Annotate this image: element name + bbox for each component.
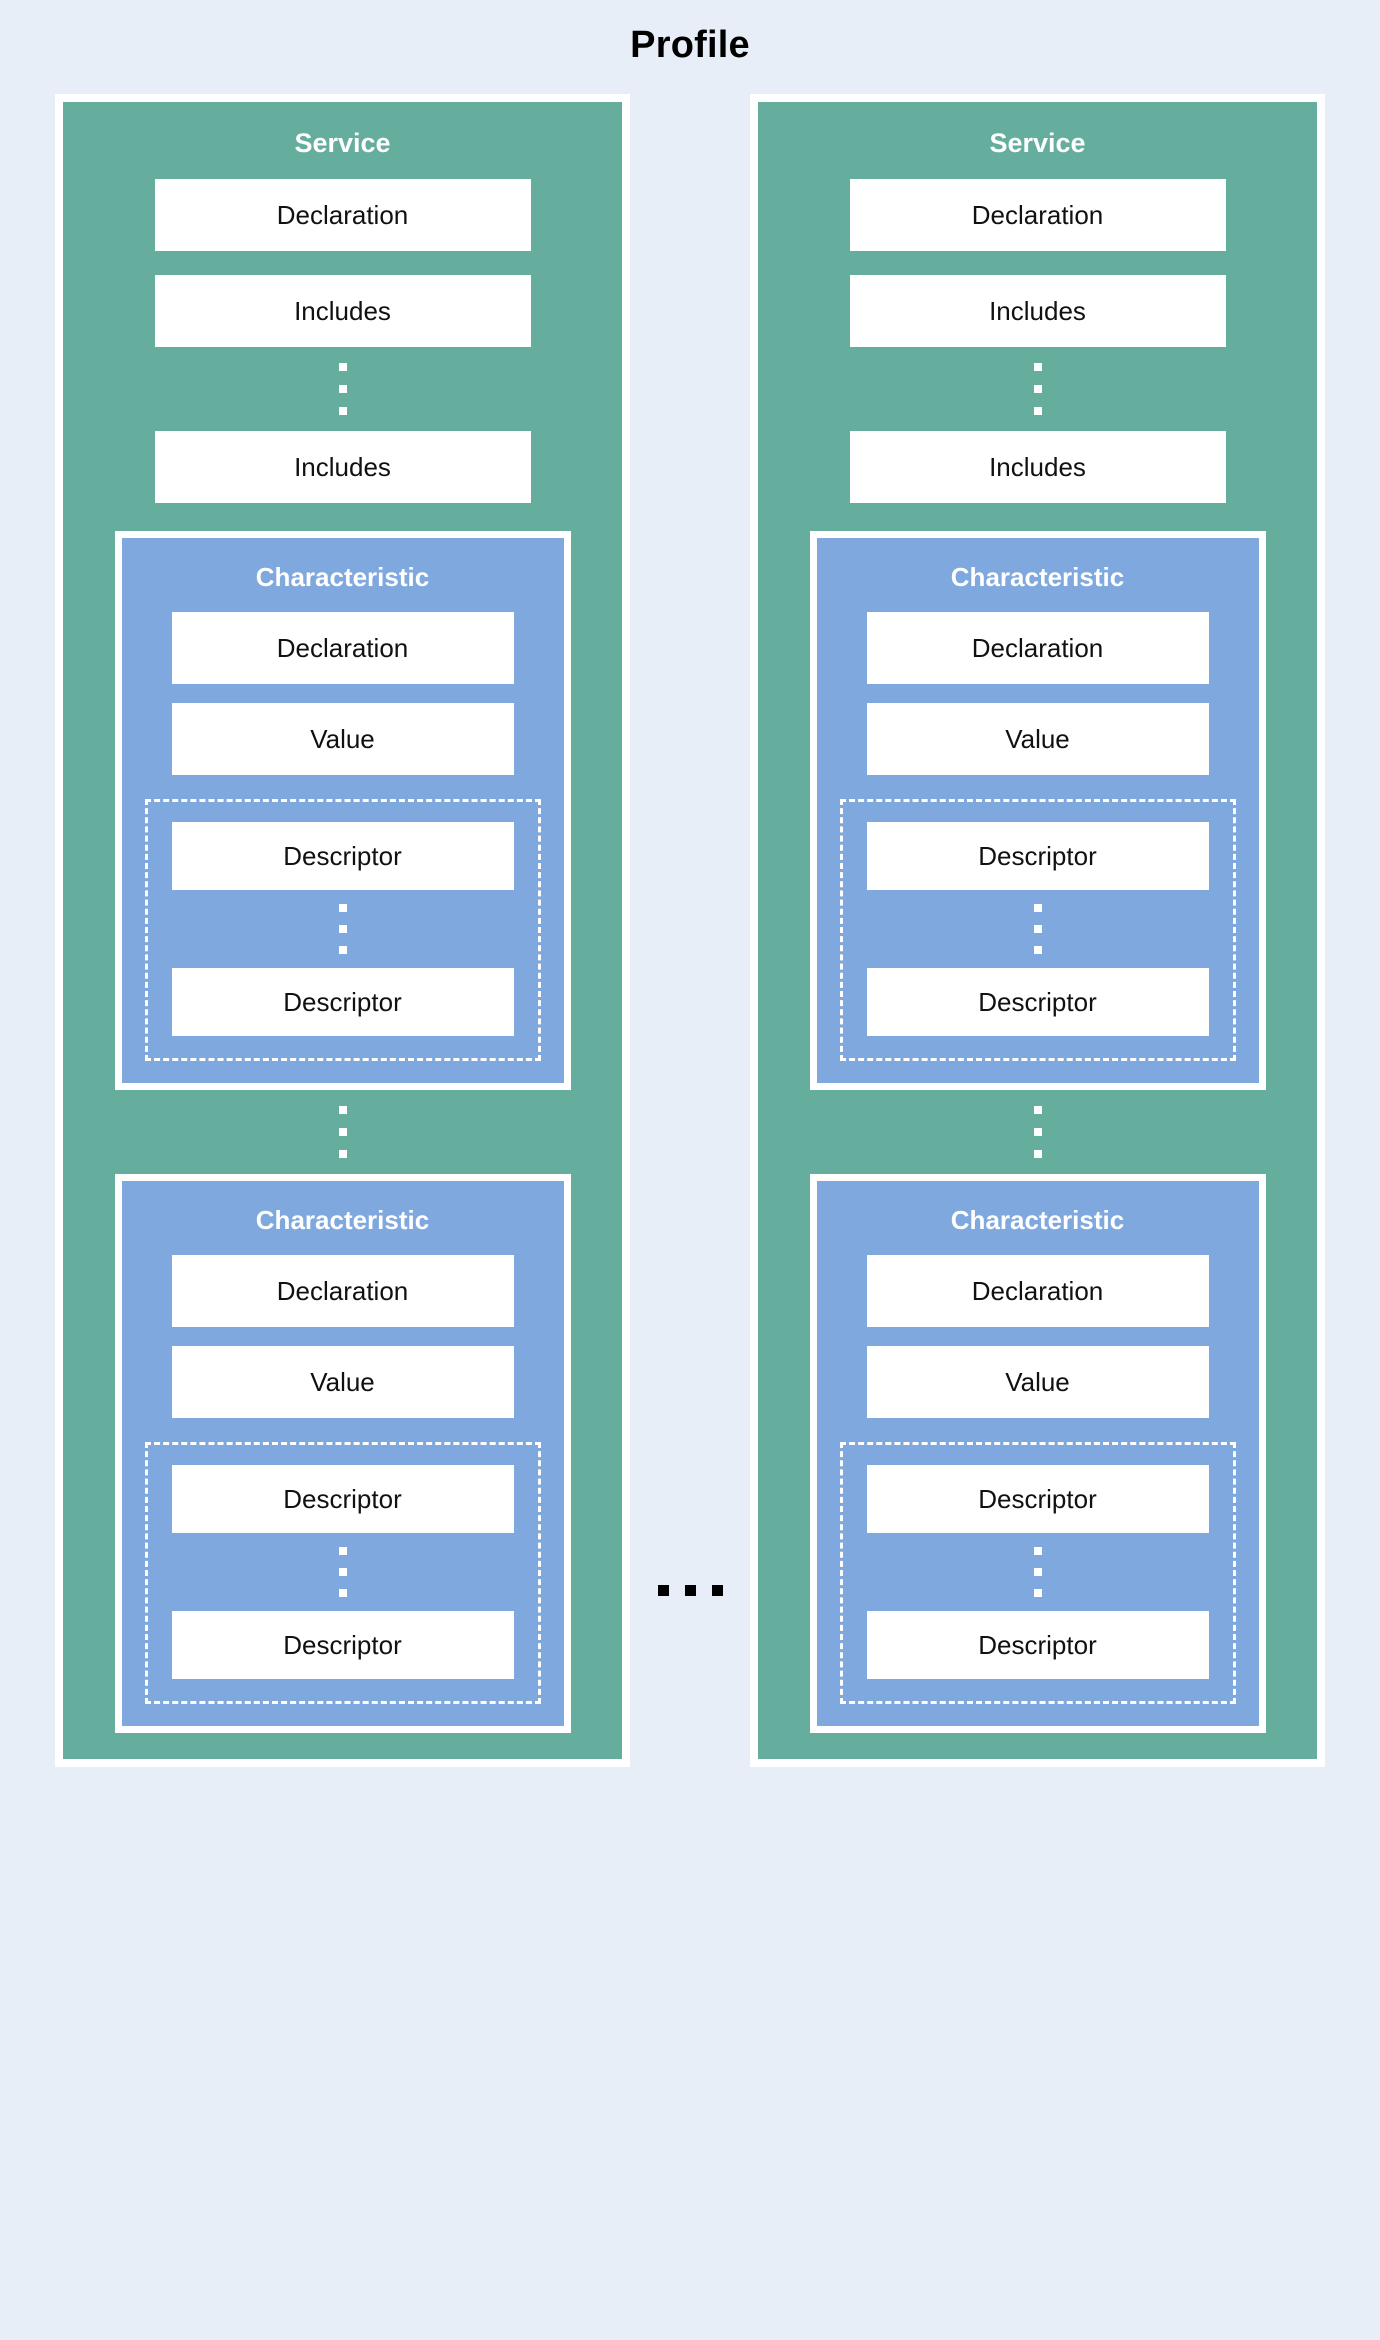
dot: [338, 1150, 347, 1158]
dot: [711, 1585, 723, 1596]
dot: [657, 1585, 669, 1596]
service-declaration-box: Declaration: [154, 179, 531, 251]
dot: [338, 363, 347, 371]
services-horizontal-ellipsis-icon: [630, 1585, 750, 1596]
dot: [1033, 1128, 1042, 1136]
characteristic-title: Characteristic: [255, 1205, 430, 1235]
dot: [1033, 407, 1042, 415]
characteristic-value-box: Value: [866, 703, 1209, 775]
characteristic-container: Characteristic Declaration Value Descrip…: [114, 1174, 571, 1733]
descriptor-ellipsis-icon: [1033, 890, 1042, 968]
dot: [338, 1547, 347, 1555]
dot: [684, 1585, 696, 1596]
descriptor-box-last: Descriptor: [866, 968, 1209, 1036]
dot: [338, 407, 347, 415]
characteristics-ellipsis-icon: [1033, 1090, 1042, 1174]
characteristic-value-box: Value: [171, 703, 514, 775]
characteristic-value-box: Value: [171, 1346, 514, 1418]
service-container-right: Service Declaration Includes Includes: [750, 94, 1325, 1767]
services-row: Service Declaration Includes Includes: [0, 67, 1380, 1767]
characteristic-container: Characteristic Declaration Value Descrip…: [809, 531, 1266, 1090]
characteristic-last: Characteristic Declaration Value Descrip…: [816, 1181, 1259, 1726]
dot: [338, 1128, 347, 1136]
service-container-left: Service Declaration Includes Includes: [55, 94, 630, 1767]
dot: [338, 946, 347, 954]
characteristic-declaration-box: Declaration: [171, 1255, 514, 1327]
characteristic-slot: Characteristic Declaration Value Descrip…: [758, 1174, 1317, 1733]
dot: [1033, 946, 1042, 954]
dot: [1033, 363, 1042, 371]
descriptor-box-last: Descriptor: [171, 968, 514, 1036]
dot: [1033, 385, 1042, 393]
dot: [338, 1589, 347, 1597]
service-includes-ellipsis-icon: [338, 347, 347, 431]
dot: [338, 385, 347, 393]
descriptor-group: Descriptor Descriptor: [839, 799, 1236, 1061]
page-title: Profile: [630, 24, 750, 66]
characteristic-container: Characteristic Declaration Value Descrip…: [809, 1174, 1266, 1733]
characteristic-title: Characteristic: [255, 562, 430, 592]
characteristic-declaration-box: Declaration: [866, 612, 1209, 684]
characteristic-title: Characteristic: [950, 562, 1125, 592]
descriptor-group: Descriptor Descriptor: [144, 1442, 541, 1704]
characteristic-slot: Characteristic Declaration Value Descrip…: [63, 1174, 622, 1733]
characteristic-first: Characteristic Declaration Value Descrip…: [121, 538, 564, 1083]
descriptor-box-last: Descriptor: [171, 1611, 514, 1679]
dot: [338, 925, 347, 933]
descriptor-box-first: Descriptor: [171, 1465, 514, 1533]
descriptor-group: Descriptor Descriptor: [839, 1442, 1236, 1704]
characteristic-first: Characteristic Declaration Value Descrip…: [816, 538, 1259, 1083]
characteristic-container: Characteristic Declaration Value Descrip…: [114, 531, 571, 1090]
service-top-stack: Declaration Includes Includes: [63, 179, 622, 503]
characteristic-value-box: Value: [866, 1346, 1209, 1418]
characteristic-declaration-box: Declaration: [171, 612, 514, 684]
descriptor-box-first: Descriptor: [866, 1465, 1209, 1533]
characteristic-last: Characteristic Declaration Value Descrip…: [121, 1181, 564, 1726]
dot: [1033, 1568, 1042, 1576]
descriptor-box-first: Descriptor: [866, 822, 1209, 890]
service-left: Service Declaration Includes Includes: [63, 102, 622, 1759]
dot: [1033, 1106, 1042, 1114]
service-top-stack: Declaration Includes Includes: [758, 179, 1317, 503]
dot: [1033, 925, 1042, 933]
service-title: Service: [294, 128, 391, 158]
dot: [338, 1106, 347, 1114]
dot: [1033, 1589, 1042, 1597]
characteristics-ellipsis-icon: [338, 1090, 347, 1174]
service-includes-box-last: Includes: [154, 431, 531, 503]
service-declaration-box: Declaration: [849, 179, 1226, 251]
characteristic-slot: Characteristic Declaration Value Descrip…: [63, 531, 622, 1090]
descriptor-ellipsis-icon: [1033, 1533, 1042, 1611]
dot: [338, 904, 347, 912]
descriptor-ellipsis-icon: [338, 890, 347, 968]
descriptor-group: Descriptor Descriptor: [144, 799, 541, 1061]
dot: [1033, 1150, 1042, 1158]
service-includes-box-last: Includes: [849, 431, 1226, 503]
service-includes-box-first: Includes: [849, 275, 1226, 347]
service-title: Service: [989, 128, 1086, 158]
dot: [1033, 1547, 1042, 1555]
characteristic-slot: Characteristic Declaration Value Descrip…: [758, 531, 1317, 1090]
descriptor-box-last: Descriptor: [866, 1611, 1209, 1679]
characteristic-title: Characteristic: [950, 1205, 1125, 1235]
descriptor-ellipsis-icon: [338, 1533, 347, 1611]
service-includes-ellipsis-icon: [1033, 347, 1042, 431]
service-includes-box-first: Includes: [154, 275, 531, 347]
descriptor-box-first: Descriptor: [171, 822, 514, 890]
dot: [1033, 904, 1042, 912]
dot: [338, 1568, 347, 1576]
service-right: Service Declaration Includes Includes: [758, 102, 1317, 1759]
characteristic-declaration-box: Declaration: [866, 1255, 1209, 1327]
